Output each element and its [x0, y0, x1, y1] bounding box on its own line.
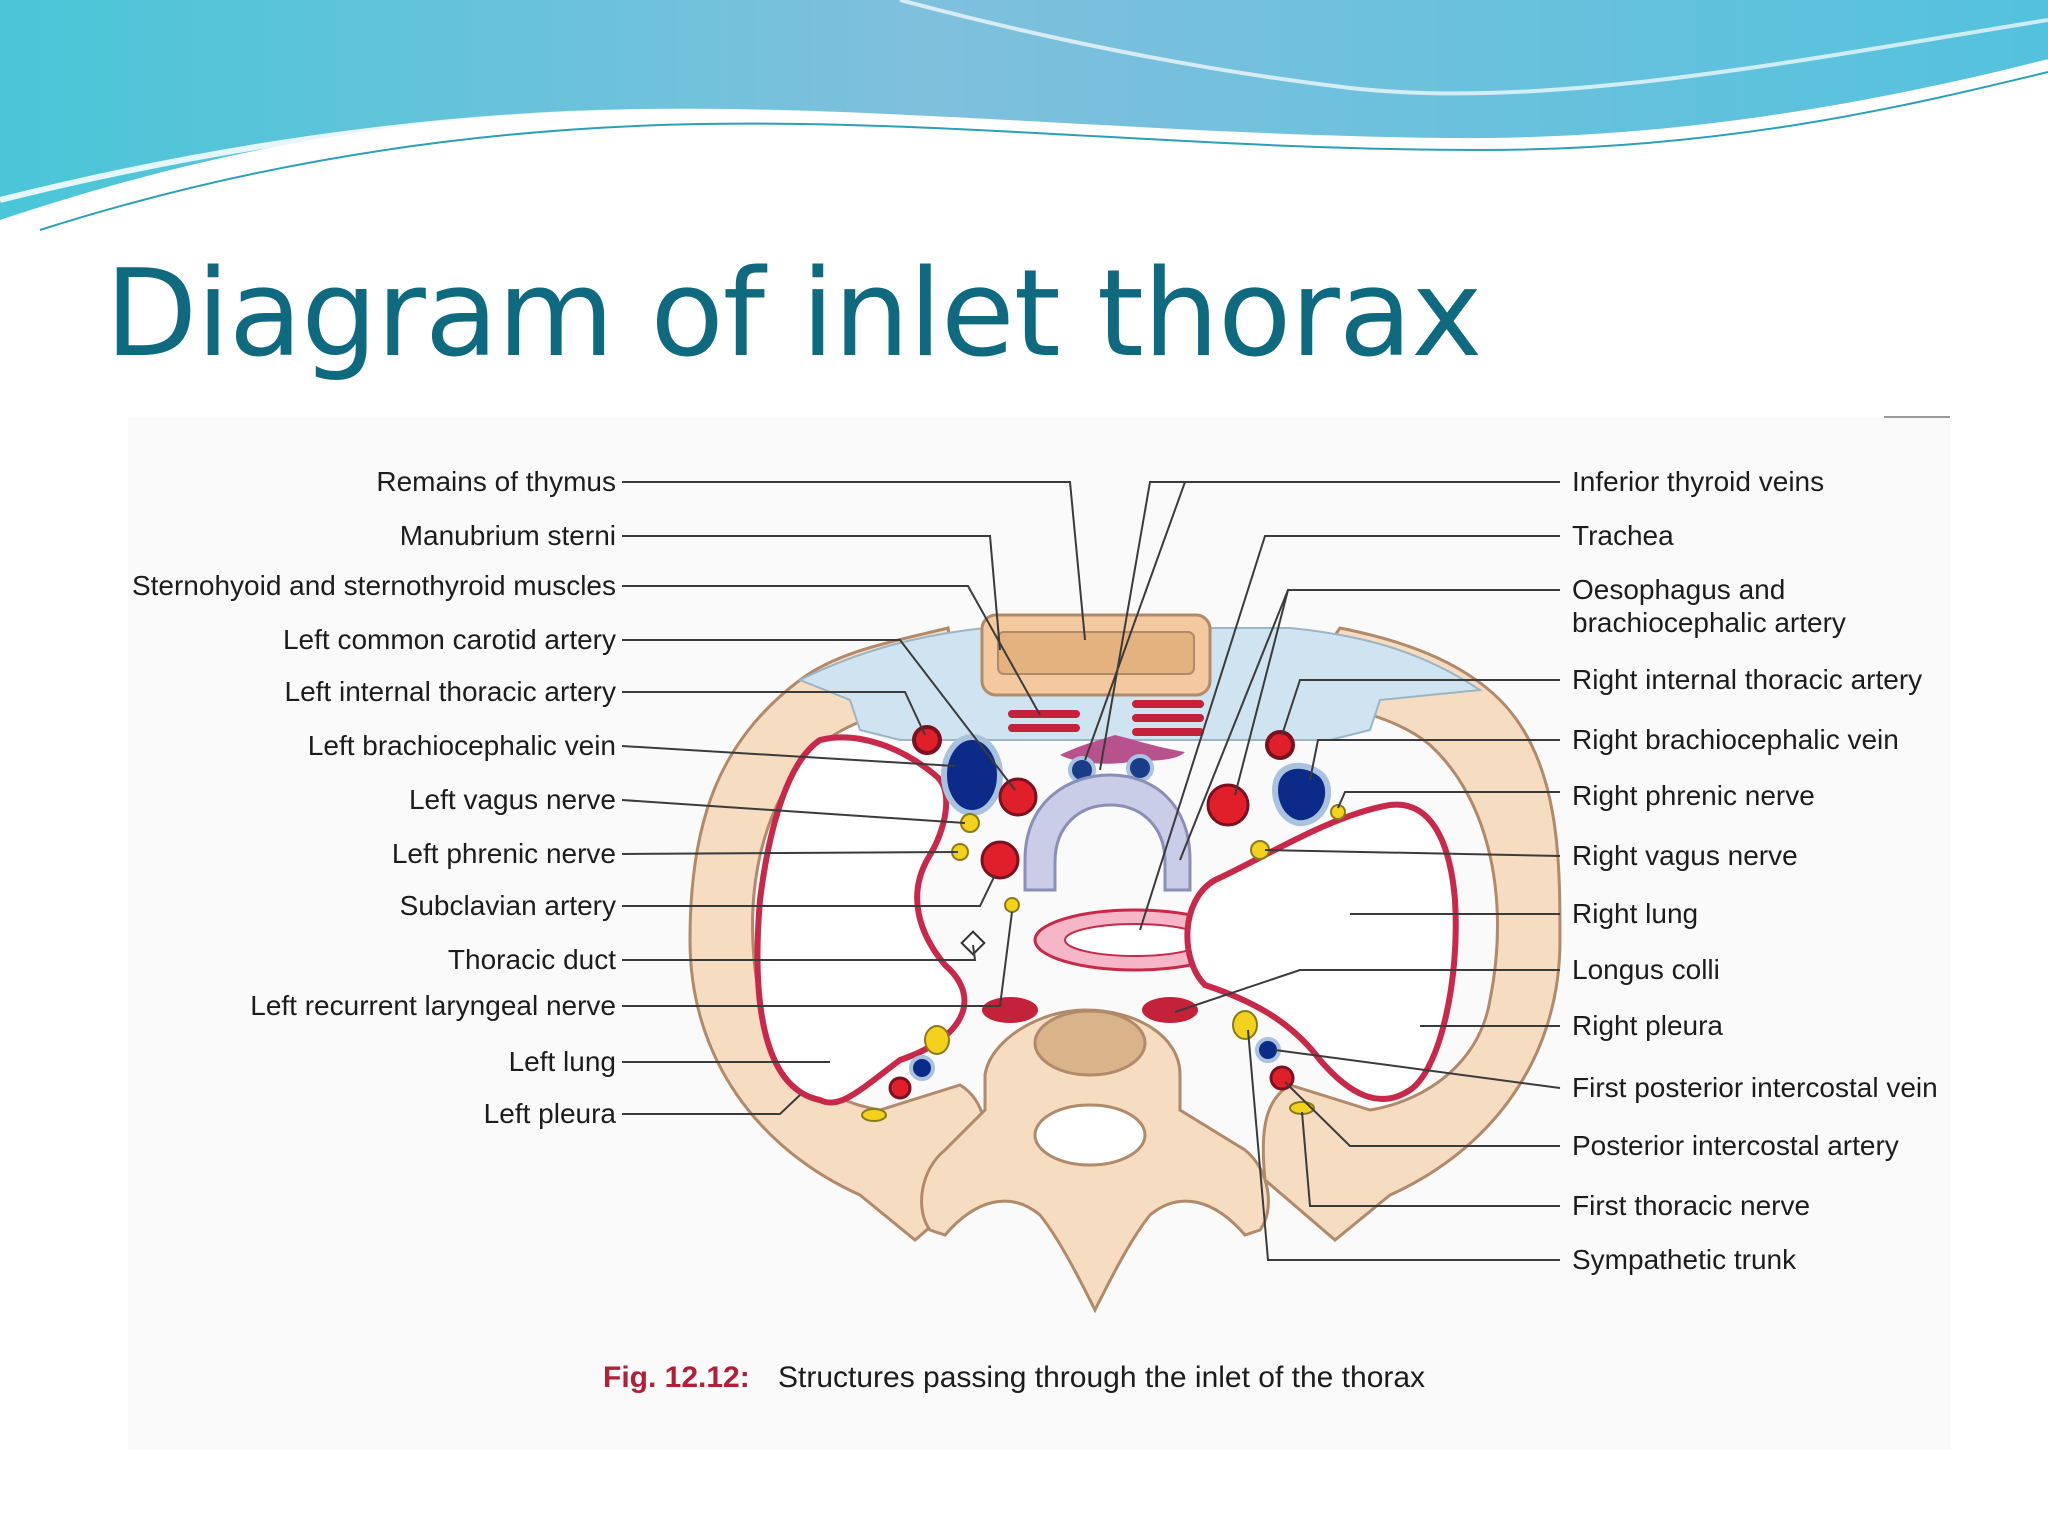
leader-sympathetic-trunk	[1247, 1029, 1560, 1261]
label-sympathetic-trunk: Sympathetic trunk	[1572, 1244, 1797, 1275]
right-internal-thoracic-artery	[1265, 730, 1295, 760]
leader-brachiocephalic-artery	[1234, 589, 1289, 796]
left-brachiocephalic-vein	[941, 734, 1003, 816]
label-left-internal-thoracic-artery: Left internal thoracic artery	[285, 676, 617, 707]
label-left-lung: Left lung	[509, 1046, 616, 1077]
label-left-common-carotid-artery: Left common carotid artery	[283, 624, 616, 655]
label-oesophagus-and: Oesophagus and	[1572, 574, 1785, 605]
thoracic-duct	[960, 930, 986, 956]
label-right-lung: Right lung	[1572, 898, 1698, 929]
label-right-vagus-nerve: Right vagus nerve	[1572, 840, 1798, 871]
leader-first-thoracic-nerve	[1301, 1111, 1560, 1207]
vertebral-body	[1033, 1009, 1147, 1077]
leader-sternohyoid	[622, 585, 1041, 716]
leader-manubrium-sterni	[622, 535, 1001, 651]
leader-longus-colli	[1174, 969, 1560, 1013]
label-left-phrenic-nerve: Left phrenic nerve	[392, 838, 616, 869]
label-right-internal-thoracic-artery: Right internal thoracic artery	[1572, 664, 1922, 695]
right-first-rib	[1261, 626, 1562, 1242]
leader-left-phrenic	[621, 851, 959, 855]
label-remains-of-thymus: Remains of thymus	[376, 466, 616, 497]
label-left-recurrent-laryngeal-nerve: Left recurrent laryngeal nerve	[250, 990, 616, 1021]
caption-text: Structures passing through the inlet of …	[778, 1361, 1425, 1394]
leader-right-brachiocephalic-vein	[1309, 739, 1560, 781]
right-sympathetic-trunk	[1232, 1010, 1258, 1040]
leader-inferior-thyroid-veins-2	[1099, 481, 1185, 771]
left-common-carotid-artery	[998, 777, 1038, 817]
leader-subclavian	[622, 874, 996, 907]
caption-figure-number: Fig. 12.12:	[603, 1361, 750, 1394]
label-inferior-thyroid-veins: Inferior thyroid veins	[1572, 466, 1824, 497]
label-right-phrenic-nerve: Right phrenic nerve	[1572, 780, 1815, 811]
leader-left-vagus	[621, 799, 966, 824]
label-right-pleura: Right pleura	[1572, 1010, 1723, 1041]
left-sympathetic-trunk	[924, 1025, 950, 1055]
right-lung	[1184, 801, 1459, 1102]
leader-left-internal-thoracic	[622, 691, 926, 736]
leader-left-common-carotid	[622, 639, 1016, 791]
left-recurrent-laryngeal-nerve	[1004, 897, 1020, 913]
leader-left-pleura	[622, 1094, 801, 1115]
label-right-brachiocephalic-vein: Right brachiocephalic vein	[1572, 724, 1899, 755]
header-wave	[0, 0, 2048, 231]
label-sternohyoid-sternothyroid: Sternohyoid and sternothyroid muscles	[132, 570, 616, 601]
label-subclavian-artery: Subclavian artery	[400, 890, 616, 921]
label-left-vagus-nerve: Left vagus nerve	[409, 784, 616, 815]
left-posterior-intercostal-vein	[909, 1055, 935, 1081]
label-longus-colli: Longus colli	[1572, 954, 1720, 985]
figure-corner-line	[1884, 416, 1950, 418]
left-internal-thoracic-artery	[912, 725, 942, 755]
leader-first-posterior-intercostal-vein	[1274, 1049, 1561, 1089]
leader-right-vagus	[1264, 849, 1561, 857]
inferior-thyroid-veins	[1060, 735, 1185, 764]
label-first-posterior-intercostal-vein: First posterior intercostal vein	[1572, 1072, 1938, 1103]
label-trachea: Trachea	[1572, 520, 1674, 551]
label-first-thoracic-nerve: First thoracic nerve	[1572, 1190, 1810, 1221]
left-posterior-intercostal-artery	[888, 1076, 912, 1100]
longus-colli-right	[1142, 997, 1198, 1023]
left-subclavian-artery	[980, 840, 1020, 880]
sternohyoid-sternothyroid-muscles	[1008, 700, 1204, 736]
vertebral-foramen	[1033, 1103, 1147, 1167]
leader-right-phrenic	[1337, 791, 1560, 809]
brachiocephalic-artery	[1206, 783, 1250, 827]
leader-remains-of-thymus	[622, 481, 1086, 641]
leader-thoracic-duct	[622, 944, 977, 961]
label-thoracic-duct: Thoracic duct	[448, 944, 616, 975]
leader-right-internal-thoracic	[1281, 679, 1560, 736]
label-left-brachiocephalic-vein: Left brachiocephalic vein	[308, 730, 616, 761]
label-left-pleura: Left pleura	[484, 1098, 617, 1129]
left-first-thoracic-nerve	[861, 1108, 887, 1122]
leader-left-recurrent-laryngeal	[622, 911, 1013, 1007]
right-brachiocephalic-vein	[1271, 762, 1332, 827]
slide-title: Diagram of inlet thorax	[105, 245, 1482, 384]
longus-colli-left	[982, 997, 1038, 1023]
oesophagus	[1023, 773, 1192, 892]
leader-trachea	[1139, 535, 1560, 931]
label-brachiocephalic-artery: brachiocephalic artery	[1572, 607, 1846, 638]
leader-posterior-intercostal-artery	[1284, 1081, 1560, 1147]
label-manubrium-sterni: Manubrium sterni	[400, 520, 616, 551]
leader-left-brachiocephalic-vein	[621, 745, 956, 767]
right-phrenic-nerve	[1330, 804, 1346, 820]
label-posterior-intercostal-artery: Posterior intercostal artery	[1572, 1130, 1899, 1161]
